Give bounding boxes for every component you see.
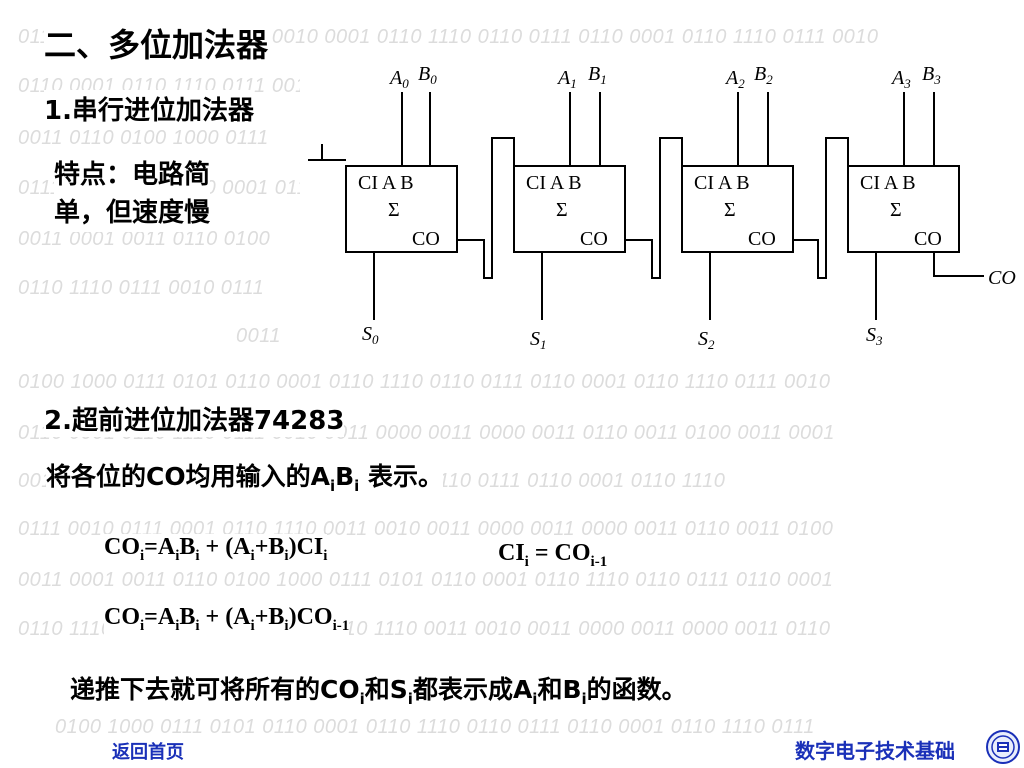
conclusion-text: 递推下去就可将所有的COi和Si都表示成Ai和Bi的函数。 (70, 670, 687, 708)
input-a2-label: A2 (724, 67, 745, 91)
co-label: CO (914, 228, 942, 250)
sigma-symbol: Σ (388, 199, 400, 221)
binary-row: 0110 1110 0111 0010 0111 (18, 277, 265, 299)
co-label: CO (748, 228, 776, 250)
final-carry-out-label: CO (988, 267, 1016, 289)
adder-inputs-label: CI A B (358, 172, 414, 194)
sigma-symbol: Σ (556, 199, 568, 221)
input-a3-label: A3 (890, 67, 911, 91)
sum-s0-label: S0 (362, 323, 379, 347)
feature-note-line: 特点：电路简 (54, 160, 211, 190)
adder-inputs-label: CI A B (526, 172, 582, 194)
adder-inputs-label: CI A B (860, 172, 916, 194)
section-heading-lookahead-carry: 2.超前进位加法器74283 (44, 400, 345, 437)
university-seal-icon (986, 730, 1020, 764)
co-label: CO (580, 228, 608, 250)
sum-s2-label: S2 (698, 328, 715, 352)
binary-row: 0011 0001 0011 0110 0100 (18, 228, 271, 250)
sum-s1-label: S1 (530, 328, 547, 352)
section2-description: 将各位的CO均用输入的AiBi 表示。 (46, 457, 444, 495)
input-a0-label: A0 (388, 67, 409, 91)
input-a1-label: A1 (556, 67, 577, 91)
feature-note-line: 单，但速度慢 (54, 198, 211, 228)
input-b2-label: B2 (754, 63, 773, 87)
input-b1-label: B1 (588, 63, 607, 87)
input-b0-label: B0 (418, 63, 437, 87)
sum-s3-label: S3 (866, 324, 883, 348)
sigma-symbol: Σ (890, 199, 902, 221)
feature-note: 特点：电路简 单，但速度慢 (54, 156, 211, 232)
binary-row: 0011 0001 0011 0110 0100 1000 0111 0101 … (18, 569, 834, 591)
formula-carry-out-co: COi=AiBi + (Ai+Bi)COi-1 (104, 604, 350, 635)
page-title: 二、多位加法器 (44, 20, 269, 66)
binary-row: 0011 0110 0100 1000 0111 (18, 127, 269, 149)
sigma-symbol: Σ (724, 199, 736, 221)
formula-carry-out-ci: COi=AiBi + (Ai+Bi)CIi (104, 534, 328, 565)
course-title-link[interactable]: 数字电子技术基础 (795, 739, 955, 763)
input-b3-label: B3 (922, 63, 941, 87)
formula-carry-in: CIi = COi-1 (498, 540, 608, 571)
binary-row: 0011 (236, 325, 282, 347)
co-label: CO (412, 228, 440, 250)
binary-row: 0100 1000 0111 0101 0110 0001 0110 1110 … (18, 371, 831, 393)
binary-row: 0100 1000 0111 0101 0110 0001 0110 1110 … (55, 716, 815, 738)
adder-inputs-label: CI A B (694, 172, 750, 194)
home-link[interactable]: 返回首页 (112, 742, 184, 763)
section-heading-serial-carry: 1.串行进位加法器 (44, 90, 254, 127)
